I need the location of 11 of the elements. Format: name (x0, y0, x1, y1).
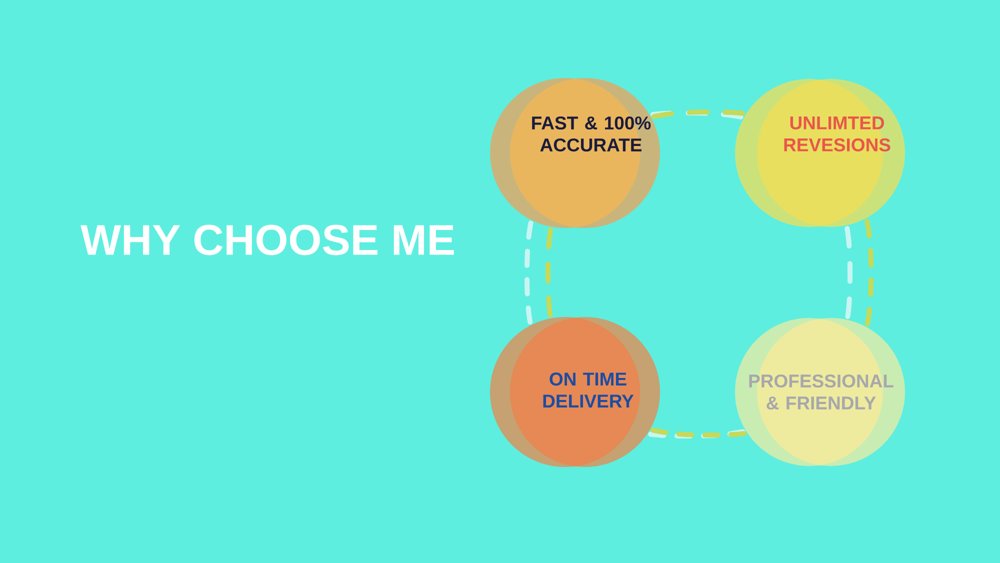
dashed-connector (524, 220, 534, 325)
circle-node: FAST & 100% ACCURATE (490, 78, 660, 228)
circle-node: ON TIME DELIVERY (490, 317, 660, 467)
dashed-connector (650, 428, 746, 438)
circle-node: PROFESSIONAL & FRIENDLY (735, 318, 905, 466)
dashed-connector (648, 429, 746, 438)
dashed-connector (546, 227, 553, 318)
circle-node: UNLIMTED REVESIONS (735, 79, 905, 227)
title: WHY CHOOSE ME (80, 224, 454, 256)
dashed-connector (844, 226, 852, 320)
dashed-connector (864, 218, 874, 326)
